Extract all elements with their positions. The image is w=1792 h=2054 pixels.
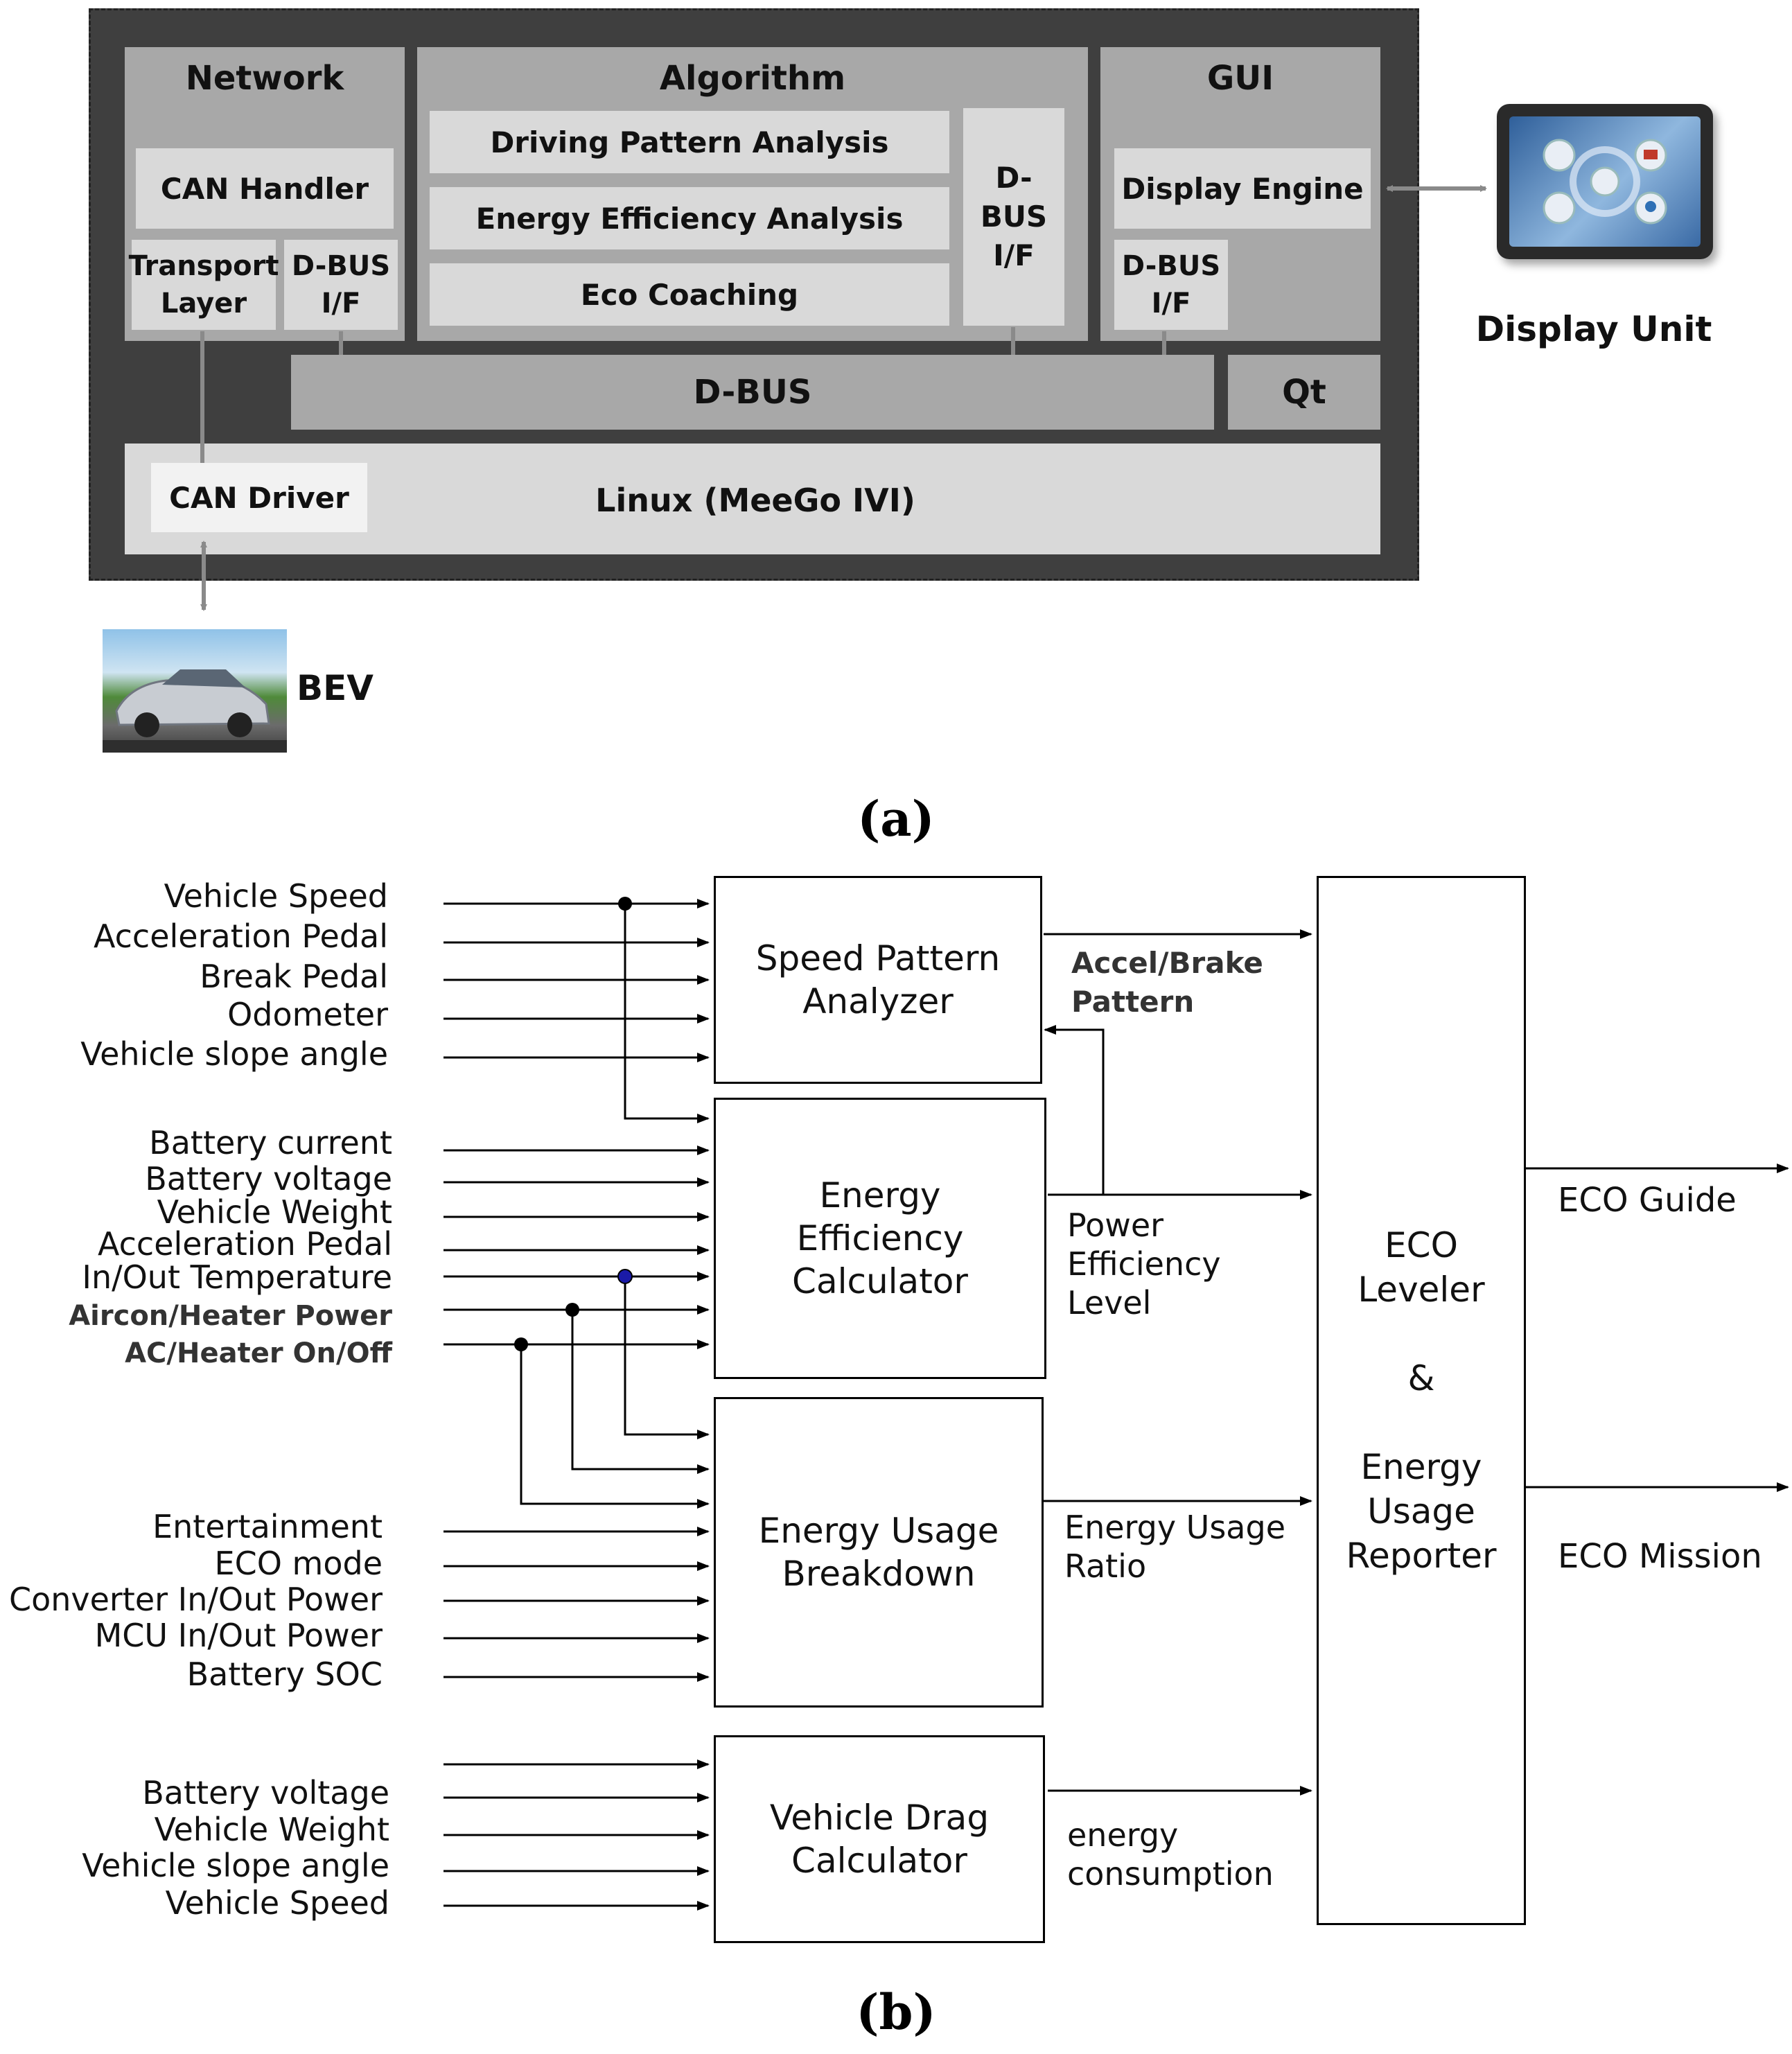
input-odometer: Odometer [227,996,388,1033]
input-converter-in-out-power: Converter In/Out Power [8,1581,383,1618]
energy-efficiency-inputs: Battery current Battery voltage Vehicle … [0,1124,392,1369]
linux-label: Linux (MeeGo IVI) [595,482,915,519]
input-vehicle-speed-2: Vehicle Speed [165,1884,389,1922]
caption-a: (a) [857,789,935,848]
input-vehicle-weight-2: Vehicle Weight [154,1811,389,1848]
accel-brake-pattern-label: Accel/Brake Pattern [1071,946,1263,1019]
display-unit-app-icons [1534,132,1676,231]
energy-efficiency-calculator-box: Energy Efficiency Calculator [714,1098,1046,1379]
gui-dbus-if-box: D-BUS I/F [1114,240,1228,330]
input-vehicle-slope-angle: Vehicle slope angle [80,1035,388,1073]
energy-usage-ratio-label: Energy Usage Ratio [1064,1509,1285,1585]
gui-title: GUI [1206,59,1274,98]
algorithm-dbus-if-box: D-BUS I/F [963,108,1064,326]
input-battery-current: Battery current [149,1124,392,1161]
input-battery-soc: Battery SOC [186,1656,383,1693]
qt-box: Qt [1228,355,1380,430]
dbus-bar: D-BUS [291,355,1214,430]
algorithm-title: Algorithm [659,59,846,98]
input-in-out-temperature: In/Out Temperature [82,1258,392,1296]
caption-b: (b) [856,1983,936,2041]
bev-photo [103,629,287,753]
energy-efficiency-analysis-box: Energy Efficiency Analysis [430,187,949,249]
speed-pattern-inputs: Vehicle Speed Acceleration Pedal Break P… [0,876,388,1076]
input-acceleration-pedal: Acceleration Pedal [93,918,388,955]
power-efficiency-level-label: Power Efficiency Level [1067,1206,1221,1322]
network-dbus-if-box: D-BUS I/F [284,240,398,330]
input-break-pedal: Break Pedal [200,958,388,995]
vehicle-drag-calculator-box: Vehicle Drag Calculator [714,1735,1045,1943]
input-aircon-heater-power: Aircon/Heater Power [69,1300,392,1332]
bev-label: BEV [297,668,374,708]
eco-coaching-box: Eco Coaching [430,263,949,326]
driving-pattern-analysis-box: Driving Pattern Analysis [430,111,949,173]
speed-pattern-analyzer-box: Speed Pattern Analyzer [714,876,1042,1084]
display-engine-box: Display Engine [1114,148,1371,229]
vehicle-drag-inputs: Battery voltage Vehicle Weight Vehicle s… [0,1774,389,1922]
display-unit-label: Display Unit [1475,309,1712,349]
can-handler-box: CAN Handler [136,148,394,229]
input-eco-mode: ECO mode [214,1545,383,1582]
input-vehicle-slope-angle-2: Vehicle slope angle [82,1847,389,1884]
input-ac-heater-on-off: AC/Heater On/Off [125,1337,392,1369]
energy-usage-breakdown-box: Energy Usage Breakdown [714,1397,1044,1708]
input-entertainment: Entertainment [152,1508,383,1545]
eco-mission-output: ECO Mission [1558,1537,1762,1576]
network-title: Network [185,59,344,98]
can-driver-box: CAN Driver [151,463,367,532]
input-vehicle-speed: Vehicle Speed [164,877,388,915]
transport-layer-box: Transport Layer [129,240,279,330]
eco-leveler-reporter-box: ECO Leveler & Energy Usage Reporter [1317,876,1526,1925]
energy-consumption-label: energy consumption [1067,1816,1274,1893]
panel-a-connectors [200,185,1487,611]
input-battery-voltage-2: Battery voltage [142,1774,389,1811]
energy-usage-inputs: Entertainment ECO mode Converter In/Out … [0,1508,383,1695]
input-mcu-in-out-power: MCU In/Out Power [94,1617,383,1654]
input-acceleration-pedal-2: Acceleration Pedal [97,1225,392,1263]
input-vehicle-weight: Vehicle Weight [157,1193,392,1231]
input-battery-voltage: Battery voltage [145,1160,392,1197]
eco-guide-output: ECO Guide [1558,1181,1737,1220]
